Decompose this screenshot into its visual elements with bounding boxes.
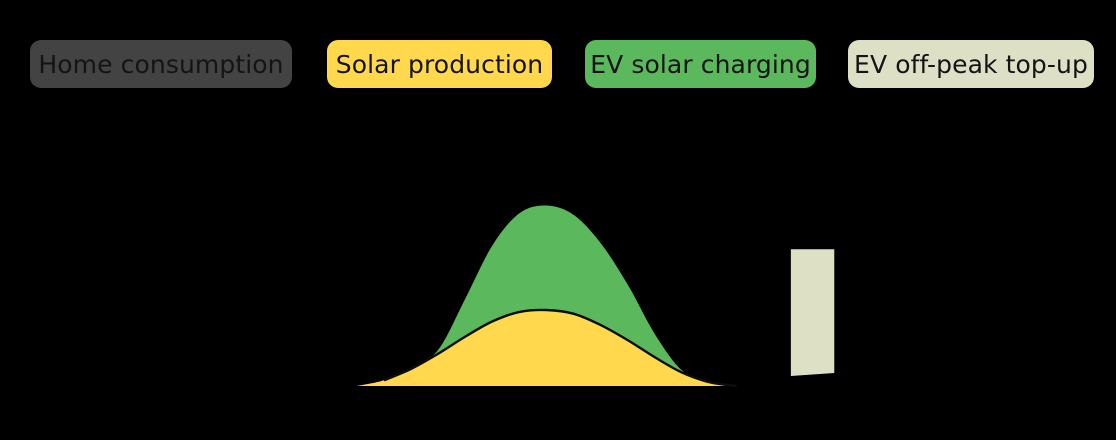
chart-plot-area (0, 120, 1116, 440)
chart-svg (0, 120, 1116, 440)
legend-item-ev-solar-charging[interactable]: EV solar charging (585, 40, 816, 88)
series-boundary-line (383, 308, 737, 388)
legend-item-label: Home consumption (38, 49, 284, 79)
legend-item-label: Solar production (335, 49, 544, 79)
legend-item-label: EV solar charging (590, 49, 811, 79)
legend-item-solar-production[interactable]: Solar production (327, 40, 552, 88)
series-area-solar-production (356, 309, 737, 386)
legend-item-ev-off-peak-top-up[interactable]: EV off-peak top-up (848, 40, 1094, 88)
legend-item-home-consumption[interactable]: Home consumption (30, 40, 292, 88)
series-area-ev-solar-charging (411, 205, 710, 383)
chart-legend: Home consumption Solar production EV sol… (0, 0, 1116, 120)
series-bar-ev-off-peak-top-up (790, 249, 835, 376)
legend-item-label: EV off-peak top-up (854, 49, 1088, 79)
